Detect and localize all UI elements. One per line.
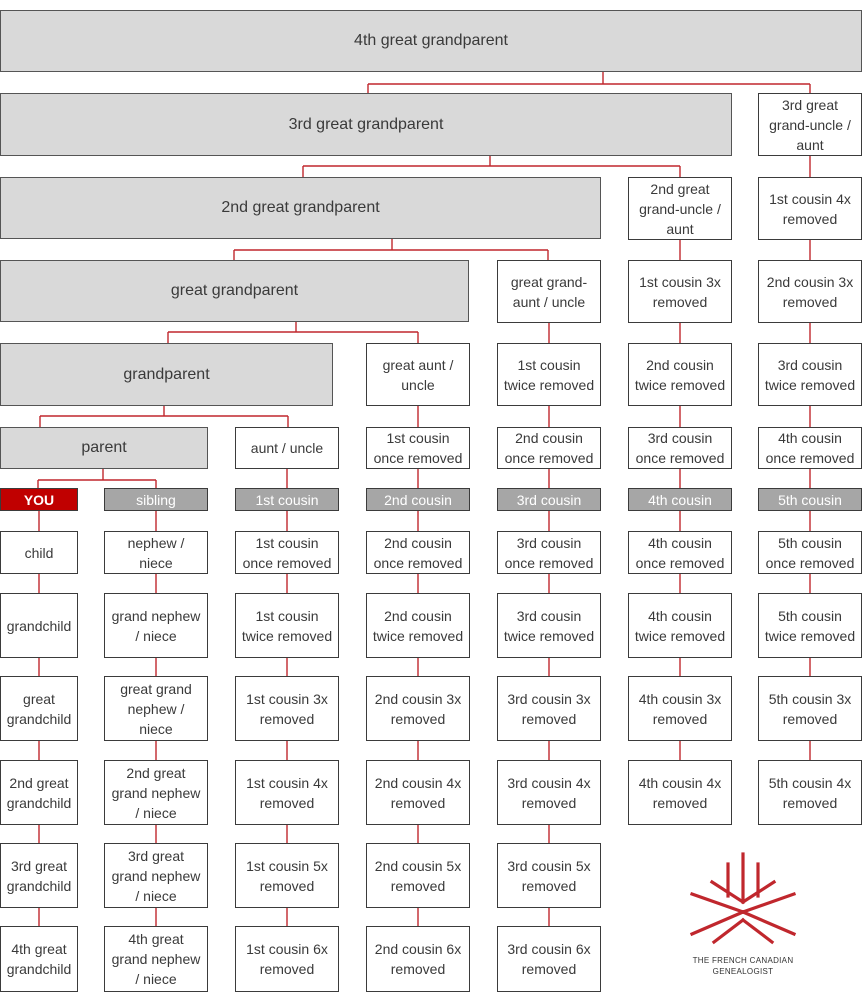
c5-above-4: 4th cousin once removed — [758, 427, 862, 469]
c4-cell-3: 4th cousin 4x removed — [628, 760, 732, 825]
c3-cell-5: 3rd cousin 6x removed — [497, 926, 601, 992]
c4-cell-2: 4th cousin 3x removed — [628, 676, 732, 741]
ancestor-gen1: great grandparent — [0, 260, 469, 322]
ancestor-parent: parent — [0, 427, 208, 469]
c4-above-0: 2nd great grand-uncle / aunt — [628, 177, 732, 240]
c2-header: 2nd cousin — [366, 488, 470, 511]
c5-cell-0: 5th cousin once removed — [758, 531, 862, 574]
c5-cell-3: 5th cousin 4x removed — [758, 760, 862, 825]
c2-cell-4: 2nd cousin 5x removed — [366, 843, 470, 908]
c4-cell-0: 4th cousin once removed — [628, 531, 732, 574]
c5-above-3: 3rd cousin twice removed — [758, 343, 862, 406]
c3-cell-4: 3rd cousin 5x removed — [497, 843, 601, 908]
c1-cell-0: 1st cousin once removed — [235, 531, 339, 574]
c1-cell-2: 1st cousin 3x removed — [235, 676, 339, 741]
c1-cell-4: 1st cousin 5x removed — [235, 843, 339, 908]
c4-cell-1: 4th cousin twice removed — [628, 593, 732, 658]
ancestor-gen0: grandparent — [0, 343, 333, 406]
ancestor-gen2: 2nd great grandparent — [0, 177, 601, 239]
you-cell-3: 2nd great grandchild — [0, 760, 78, 825]
sibling-cell-0: nephew / niece — [104, 531, 208, 574]
maple-leaf-logo — [689, 852, 797, 945]
c5-above-2: 2nd cousin 3x removed — [758, 260, 862, 323]
you-header: YOU — [0, 488, 78, 511]
c3-header: 3rd cousin — [497, 488, 601, 511]
c1-cell-1: 1st cousin twice removed — [235, 593, 339, 658]
c5-header: 5th cousin — [758, 488, 862, 511]
sibling-header: sibling — [104, 488, 208, 511]
c2-above-1: 1st cousin once removed — [366, 427, 470, 469]
c4-above-3: 3rd cousin once removed — [628, 427, 732, 469]
c2-cell-1: 2nd cousin twice removed — [366, 593, 470, 658]
c4-header: 4th cousin — [628, 488, 732, 511]
c2-cell-0: 2nd cousin once removed — [366, 531, 470, 574]
sibling-cell-5: 4th great grand nephew / niece — [104, 926, 208, 992]
c3-above-0: great grand- aunt / uncle — [497, 260, 601, 323]
c1-cell-5: 1st cousin 6x removed — [235, 926, 339, 992]
c5-above-1: 1st cousin 4x removed — [758, 177, 862, 240]
c5-cell-2: 5th cousin 3x removed — [758, 676, 862, 741]
sibling-cell-1: grand nephew / niece — [104, 593, 208, 658]
c3-cell-3: 3rd cousin 4x removed — [497, 760, 601, 825]
c3-cell-1: 3rd cousin twice removed — [497, 593, 601, 658]
c3-above-1: 1st cousin twice removed — [497, 343, 601, 406]
sibling-cell-3: 2nd great grand nephew / niece — [104, 760, 208, 825]
c3-cell-2: 3rd cousin 3x removed — [497, 676, 601, 741]
c2-cell-2: 2nd cousin 3x removed — [366, 676, 470, 741]
c2-cell-3: 2nd cousin 4x removed — [366, 760, 470, 825]
logo-text: THE FRENCH CANADIAN GENEALOGIST — [692, 956, 794, 976]
c1-header: 1st cousin — [235, 488, 339, 511]
c4-above-1: 1st cousin 3x removed — [628, 260, 732, 323]
c5-cell-1: 5th cousin twice removed — [758, 593, 862, 658]
you-cell-4: 3rd great grandchild — [0, 843, 78, 908]
c5-above-0: 3rd great grand-uncle / aunt — [758, 93, 862, 156]
c1-above-0: aunt / uncle — [235, 427, 339, 469]
ancestor-gen3: 3rd great grandparent — [0, 93, 732, 156]
you-cell-0: child — [0, 531, 78, 574]
c3-above-2: 2nd cousin once removed — [497, 427, 601, 469]
you-cell-2: great grandchild — [0, 676, 78, 741]
c3-cell-0: 3rd cousin once removed — [497, 531, 601, 574]
c2-above-0: great aunt / uncle — [366, 343, 470, 406]
you-cell-5: 4th great grandchild — [0, 926, 78, 992]
c2-cell-5: 2nd cousin 6x removed — [366, 926, 470, 992]
sibling-cell-4: 3rd great grand nephew / niece — [104, 843, 208, 908]
sibling-cell-2: great grand nephew / niece — [104, 676, 208, 741]
you-cell-1: grandchild — [0, 593, 78, 658]
ancestor-gen4: 4th great grandparent — [0, 10, 862, 72]
c1-cell-3: 1st cousin 4x removed — [235, 760, 339, 825]
c4-above-2: 2nd cousin twice removed — [628, 343, 732, 406]
